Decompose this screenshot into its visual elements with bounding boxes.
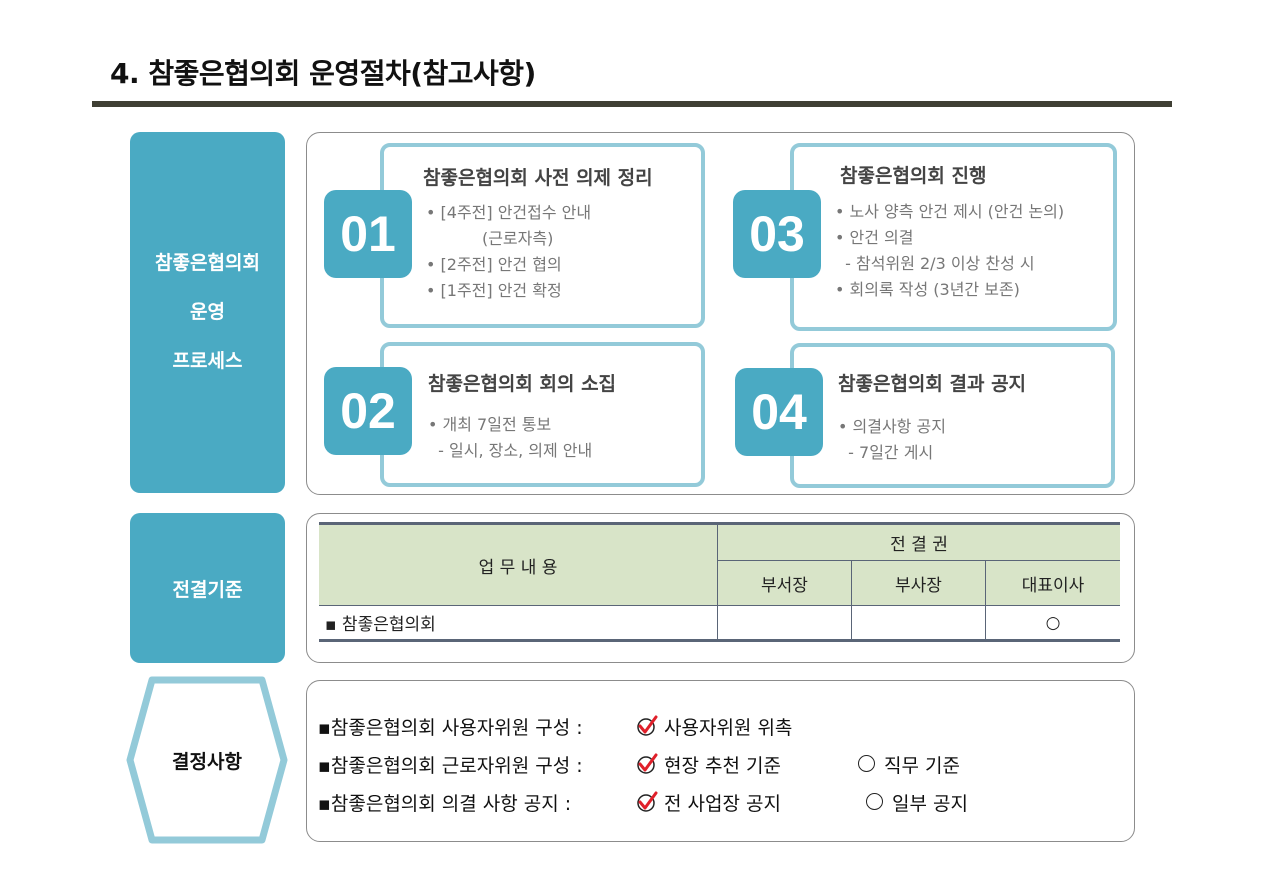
- header-column: 부사장: [851, 560, 986, 606]
- step-01-line: (근로자측): [426, 229, 554, 248]
- step-01-line: • [2주전] 안건 협의: [426, 255, 562, 274]
- step-04-title: 참좋은협의회 결과 공지: [838, 373, 1027, 395]
- page-title: 4. 참좋은협의회 운영절차(참고사항): [110, 57, 536, 90]
- task-cell: ▪ 참좋은협의회: [319, 605, 718, 641]
- authority-cell: [851, 605, 986, 641]
- step-01-details: • [4주전] 안건접수 안내 (근로자측) • [2주전] 안건 협의 • [1주…: [426, 200, 591, 304]
- step-01-box: [380, 143, 705, 328]
- step-03-box: [790, 143, 1117, 331]
- title-divider: [92, 101, 1172, 107]
- decision-label-text: 결정사항: [172, 750, 242, 773]
- header-column: 대표이사: [985, 560, 1120, 606]
- step-03-details: • 노사 양측 안건 제시 (안건 논의) • 안건 의결 - 참석위원 2/3 …: [835, 199, 1064, 303]
- step-01-line: • [4주전] 안건접수 안내: [426, 203, 592, 222]
- process-section-label: 참좋은협의회 운영 프로세스: [130, 132, 285, 493]
- checked-circle-icon: [637, 753, 658, 774]
- process-label-line: 프로세스: [172, 350, 243, 372]
- step-01-line: • [1주전] 안건 확정: [426, 281, 562, 300]
- decision-item: ▪참좋은협의회 사용자위원 구성 : 사용자위원 위촉: [318, 713, 1118, 745]
- step-01-title: 참좋은협의회 사전 의제 정리: [423, 167, 653, 189]
- header-task: 업 무 내 용: [319, 523, 718, 606]
- unchecked-circle-icon: [866, 793, 883, 810]
- process-label-line: 참좋은협의회: [155, 252, 260, 274]
- step-03-line: • 안건 의결: [835, 228, 914, 247]
- checked-circle-icon: [637, 791, 658, 812]
- step-04-line: • 의결사항 공지: [838, 417, 946, 436]
- authority-cell: [717, 605, 852, 641]
- decision-other-option: 직무 기준: [884, 755, 960, 777]
- process-label-line: 운영: [190, 301, 225, 323]
- step-02-line: • 개최 7일전 통보: [428, 415, 552, 434]
- checked-circle-icon: [637, 715, 658, 736]
- step-02-title: 참좋은협의회 회의 소집: [428, 373, 617, 395]
- decision-label: ▪참좋은협의회 사용자위원 구성 :: [318, 717, 583, 739]
- decision-label: ▪참좋은협의회 근로자위원 구성 :: [318, 755, 583, 777]
- hexagon-shape: [126, 676, 288, 844]
- step-04-number: 04: [735, 368, 823, 456]
- step-03-line: • 회의록 작성 (3년간 보존): [835, 280, 1020, 299]
- decision-other-option: 일부 공지: [892, 793, 968, 815]
- step-03-number: 03: [733, 190, 821, 278]
- header-column: 부서장: [717, 560, 852, 606]
- table-row: ▪ 참좋은협의회 ○: [319, 605, 1120, 641]
- step-02-number: 02: [324, 367, 412, 455]
- step-01-number: 01: [324, 190, 412, 278]
- approval-section-label: 전결기준: [130, 513, 285, 663]
- decision-label: ▪참좋은협의회 의결 사항 공지 :: [318, 793, 572, 815]
- decision-item: ▪참좋은협의회 근로자위원 구성 : 현장 추천 기준 직무 기준: [318, 751, 1118, 783]
- step-03-title: 참좋은협의회 진행: [840, 165, 987, 187]
- decision-section-label: 결정사항: [126, 676, 288, 844]
- step-02-line: - 일시, 장소, 의제 안내: [428, 441, 593, 460]
- step-04-details: • 의결사항 공지 - 7일간 게시: [838, 414, 946, 466]
- step-03-line: • 노사 양측 안건 제시 (안건 논의): [835, 202, 1065, 221]
- decision-item: ▪참좋은협의회 의결 사항 공지 : 전 사업장 공지 일부 공지: [318, 789, 1118, 821]
- decision-checked-option: 사용자위원 위촉: [664, 717, 793, 739]
- unchecked-circle-icon: [858, 755, 875, 772]
- approval-label-text: 전결기준: [172, 578, 243, 601]
- decision-panel: [306, 680, 1135, 842]
- step-03-line: - 참석위원 2/3 이상 찬성 시: [835, 254, 1035, 273]
- authority-cell: ○: [985, 605, 1120, 641]
- decision-checked-option: 현장 추천 기준: [664, 755, 781, 777]
- decision-checked-option: 전 사업장 공지: [664, 793, 781, 815]
- step-04-line: - 7일간 게시: [838, 443, 934, 462]
- approval-table: 업 무 내 용 전 결 권 부서장 부사장 대표이사 ▪ 참좋은협의회 ○: [319, 522, 1120, 642]
- step-02-details: • 개최 7일전 통보 - 일시, 장소, 의제 안내: [428, 412, 592, 464]
- header-authority: 전 결 권: [717, 523, 1120, 561]
